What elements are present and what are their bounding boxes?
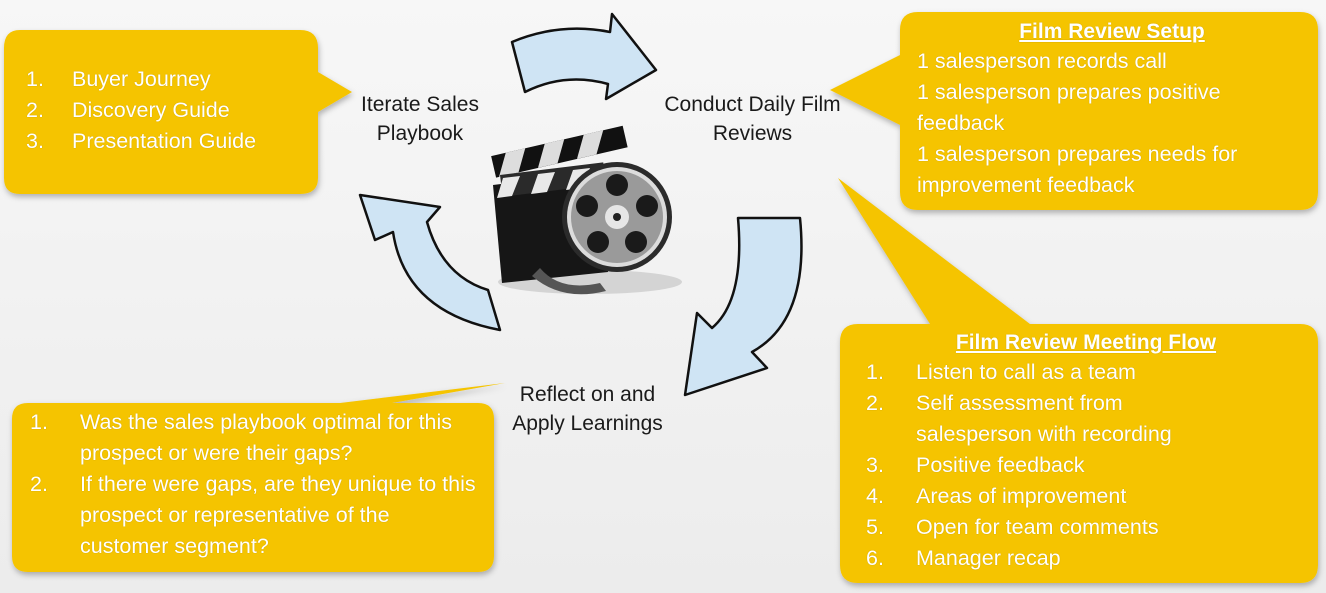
list-item: 2. Self assessment from salesperson with … [866,388,1306,450]
list-number: 1. [30,410,48,434]
stage-conduct-label: Conduct Daily Film Reviews [664,93,841,145]
stage-iterate-label: Iterate Sales Playbook [361,93,479,145]
reflect-questions: 1. Was the sales playbook optimal for thi… [30,407,480,562]
list-text: If there were gaps, are they unique to t… [80,472,476,558]
arrow-top-right [510,12,658,101]
arrow-right-down [683,216,803,397]
setup-line: 1 salesperson prepares needs for improve… [917,142,1238,197]
callout-reflect-shape [12,383,505,572]
list-text: Discovery Guide [72,98,230,122]
list-text: Open for team comments [916,515,1159,539]
meeting-flow-title: Film Review Meeting Flow [955,331,1217,354]
list-text: Positive feedback [916,453,1085,477]
list-text: Manager recap [916,546,1061,570]
list-text: Self assessment from salesperson with re… [916,391,1172,446]
list-number: 6. [866,546,884,570]
list-number: 1. [26,67,44,91]
film-clapperboard-reel-icon [491,125,682,295]
setup-line: 1 salesperson prepares positive feedback [917,80,1221,135]
list-text: Presentation Guide [72,129,257,153]
list-number: 2. [30,472,48,496]
list-item: 3. Positive feedback [866,450,1306,481]
list-item: 1. Was the sales playbook optimal for thi… [30,407,480,469]
list-item: 1. Buyer Journey [26,64,316,95]
list-text: Listen to call as a team [916,360,1136,384]
list-number: 4. [866,484,884,508]
callout-setup-shape [830,12,1318,210]
playbook-list: 1. Buyer Journey 2. Discovery Guide 3. Pres… [26,64,316,157]
list-number: 2. [26,98,44,122]
callout-playbook-shape [4,30,352,194]
list-item: 6. Manager recap [866,543,1306,574]
meeting-flow-box: Film Review Meeting Flow 1. Listen to cal… [866,331,1306,574]
list-text: Buyer Journey [72,67,211,91]
setup-line: 1 salesperson records call [917,49,1167,73]
list-item: 5. Open for team comments [866,512,1306,543]
list-number: 2. [866,391,884,415]
list-number: 3. [866,453,884,477]
callout-meeting-shape [838,178,1318,583]
stage-reflect-label: Reflect on and Apply Learnings [512,383,663,435]
list-number: 1. [866,360,884,384]
list-number: 3. [26,129,44,153]
setup-title: Film Review Setup [1019,20,1205,43]
list-item: 2. If there were gaps, are they unique to… [30,469,480,562]
list-item: 4. Areas of improvement [866,481,1306,512]
list-item: 3. Presentation Guide [26,126,316,157]
list-text: Areas of improvement [916,484,1127,508]
list-text: Was the sales playbook optimal for this … [80,410,453,465]
list-number: 5. [866,515,884,539]
setup-box: Film Review Setup 1 salesperson records … [917,20,1307,201]
list-item: 2. Discovery Guide [26,95,316,126]
arrow-left-up [358,193,502,332]
list-item: 1. Listen to call as a team [866,357,1306,388]
